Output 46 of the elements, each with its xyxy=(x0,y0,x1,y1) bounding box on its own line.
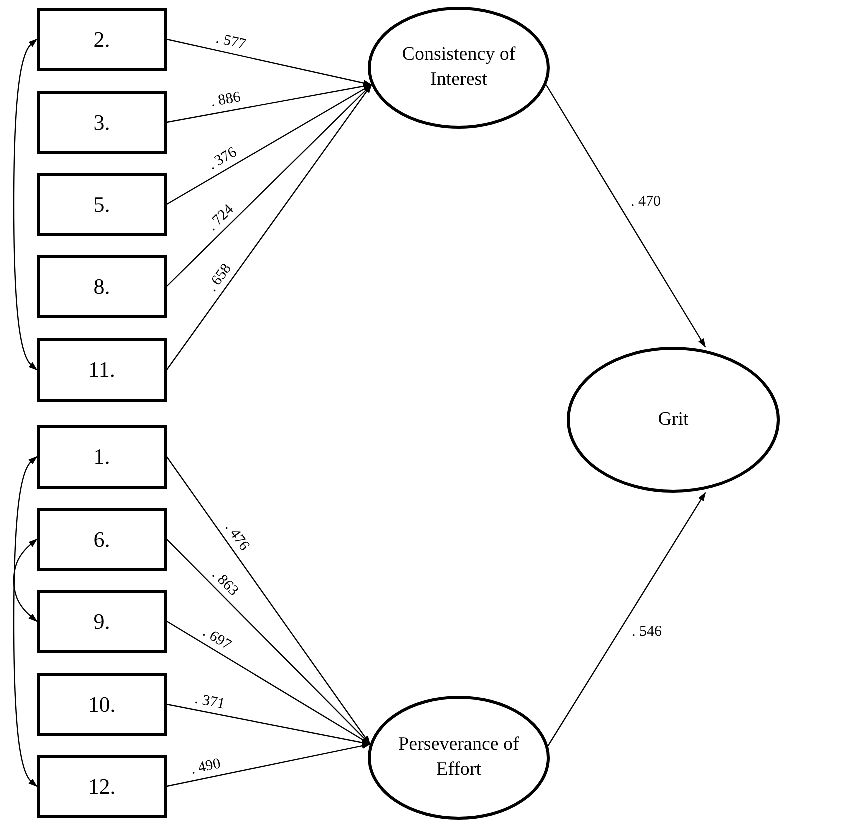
item-box xyxy=(37,91,167,154)
factor-name: Consistency of Interest xyxy=(401,43,517,92)
item-number: 2. xyxy=(94,26,110,52)
path-arrow xyxy=(548,492,706,746)
edge-label: . 577 xyxy=(213,31,248,54)
item-number: 1. xyxy=(94,444,110,470)
path-arrow xyxy=(166,456,371,746)
item-box xyxy=(37,8,167,71)
item-number: 3. xyxy=(94,110,110,136)
item-box xyxy=(37,508,167,571)
item-box xyxy=(37,673,167,736)
covariance-arrow xyxy=(13,456,38,788)
edge-label: . 476 xyxy=(220,519,252,555)
item-number: 5. xyxy=(94,192,110,218)
item-box xyxy=(37,590,167,653)
item-box xyxy=(37,425,167,489)
path-arrow xyxy=(166,84,372,370)
path-arrow xyxy=(166,742,372,788)
path-arrow xyxy=(166,84,372,287)
latent-variable-ellipse xyxy=(368,7,550,129)
item-box xyxy=(37,173,167,236)
item-number: 10. xyxy=(88,692,116,718)
latent-variable-ellipse xyxy=(368,696,550,820)
item-number: 9. xyxy=(94,608,110,634)
item-number: 8. xyxy=(94,274,110,300)
edge-label: . 863 xyxy=(208,566,242,600)
edge-label: . 697 xyxy=(199,624,236,655)
item-number: 6. xyxy=(94,526,110,552)
path-arrow xyxy=(546,84,706,348)
covariance-arrow xyxy=(13,538,38,622)
edge-label: . 724 xyxy=(204,201,238,236)
path-arrow xyxy=(166,38,372,86)
edge-label: . 490 xyxy=(188,756,223,779)
item-box xyxy=(37,755,167,818)
edge-label: . 658 xyxy=(204,260,236,296)
edge-label: . 886 xyxy=(209,90,244,112)
latent-variable-ellipse xyxy=(567,347,780,493)
item-box xyxy=(37,338,167,402)
edge-label: . 371 xyxy=(192,690,227,714)
covariance-arrow xyxy=(13,38,38,371)
item-box xyxy=(37,255,167,318)
edge-label: . 376 xyxy=(205,144,241,175)
factor-name: Perseverance of Effort xyxy=(398,733,520,782)
item-number: 12. xyxy=(88,774,116,800)
factor-name: Grit xyxy=(658,408,689,432)
item-number: 11. xyxy=(88,357,116,383)
